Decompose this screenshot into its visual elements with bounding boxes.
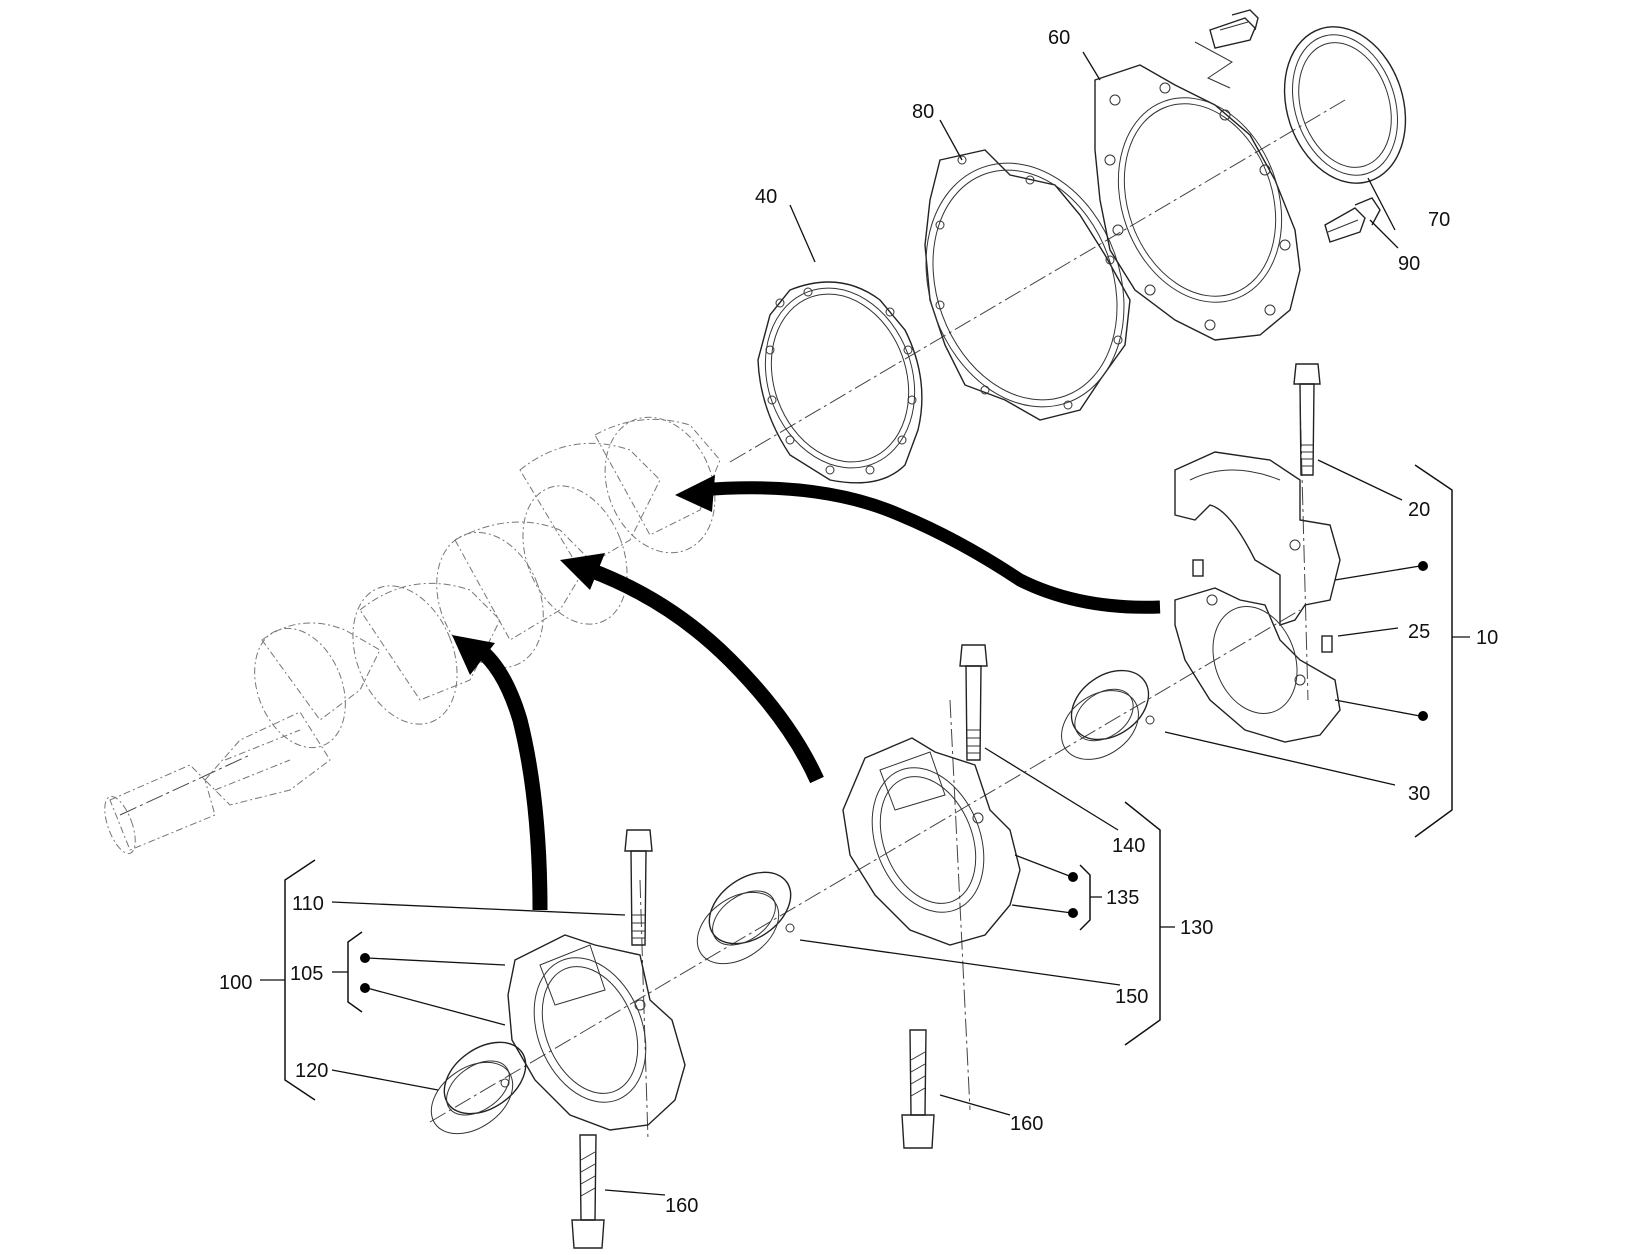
label-160-right: 160 bbox=[1010, 1113, 1043, 1135]
leader-dots bbox=[360, 561, 1428, 993]
leader-lines bbox=[331, 51, 1421, 1196]
label-10: 10 bbox=[1476, 627, 1498, 649]
label-20: 20 bbox=[1408, 499, 1430, 521]
part-30-bushing bbox=[1061, 669, 1155, 760]
label-120: 120 bbox=[295, 1060, 328, 1082]
label-110: 110 bbox=[292, 893, 324, 915]
label-130: 130 bbox=[1180, 917, 1213, 939]
callout-labels: 60 80 40 70 90 20 25 10 30 140 135 130 1… bbox=[219, 27, 1498, 1217]
part-160-bolts bbox=[571, 1029, 935, 1249]
label-100: 100 bbox=[219, 972, 252, 994]
part-140-bolt bbox=[959, 644, 988, 761]
part-100-bearing-housing bbox=[507, 934, 686, 1131]
label-150: 150 bbox=[1115, 986, 1148, 1008]
part-10-bearing-cap bbox=[1174, 451, 1341, 743]
part-130-bearing-housing bbox=[842, 737, 1021, 946]
part-90-bolts bbox=[1194, 9, 1381, 243]
label-60: 60 bbox=[1048, 27, 1070, 49]
label-40: 40 bbox=[755, 186, 777, 208]
label-80: 80 bbox=[912, 101, 934, 123]
part-60-housing bbox=[1094, 64, 1301, 341]
arrow-head-lower bbox=[452, 635, 495, 675]
crankshaft-outline bbox=[104, 416, 721, 854]
part-110-bolt bbox=[624, 829, 653, 946]
center-lines bbox=[119, 99, 1346, 1141]
label-70: 70 bbox=[1428, 209, 1450, 231]
part-150-bushing bbox=[696, 871, 795, 965]
part-80-gasket bbox=[924, 149, 1131, 421]
arrow-head-middle bbox=[560, 553, 605, 590]
part-120-bushing bbox=[430, 1041, 527, 1135]
label-160-bottom: 160 bbox=[665, 1195, 698, 1217]
label-25: 25 bbox=[1408, 621, 1430, 643]
part-40-plate bbox=[757, 281, 923, 484]
part-70-seal bbox=[1283, 26, 1407, 184]
label-30: 30 bbox=[1408, 783, 1430, 805]
part-20-bolt bbox=[1293, 363, 1321, 476]
assembly-arrows bbox=[452, 475, 1161, 911]
label-90: 90 bbox=[1398, 253, 1420, 275]
group-brackets bbox=[260, 464, 1470, 1101]
label-105: 105 bbox=[290, 963, 323, 985]
label-140: 140 bbox=[1112, 835, 1145, 857]
label-135: 135 bbox=[1106, 887, 1139, 909]
arrow-head-upper bbox=[675, 475, 715, 512]
